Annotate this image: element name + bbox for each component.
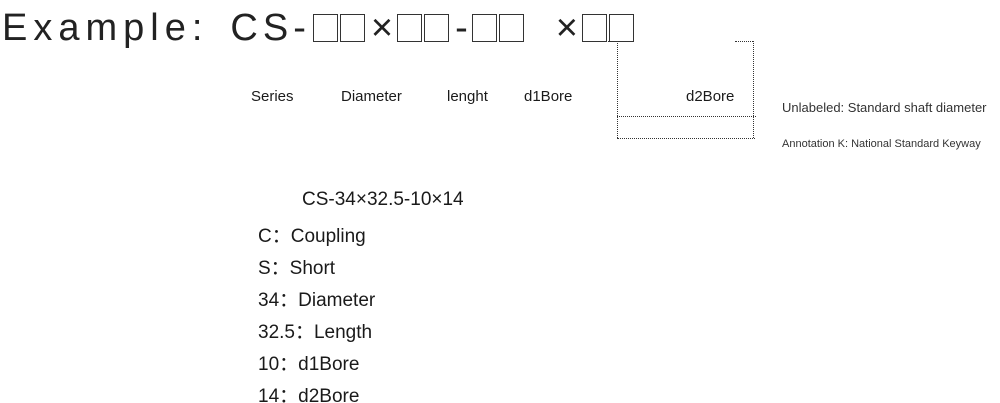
dash-sign: - — [455, 6, 468, 49]
bracket-line — [753, 41, 754, 138]
times-sign: × — [370, 6, 394, 49]
placeholder-box — [608, 14, 634, 42]
label-diameter: Diameter — [341, 88, 402, 105]
label-length: lenght — [447, 88, 488, 105]
list-item: 10：d1Bore — [258, 354, 360, 375]
bracket-line — [617, 41, 618, 138]
label-d2bore: d2Bore — [686, 88, 735, 105]
series-code: CS- — [230, 6, 311, 49]
bracket-line — [600, 41, 617, 42]
list-item: 32.5：Length — [258, 322, 373, 343]
bracket-line — [617, 138, 755, 139]
times-sign: × — [555, 6, 578, 49]
list-item: 34：Diameter — [258, 290, 376, 311]
note-unlabeled: Unlabeled: Standard shaft diameter — [782, 100, 987, 115]
label-d1bore: d1Bore — [524, 88, 573, 105]
placeholder-box — [312, 14, 338, 42]
list-item: C：Coupling — [258, 226, 366, 247]
placeholder-box — [424, 14, 450, 42]
example-header: Example: CS- × - × — [2, 0, 636, 56]
placeholder-box — [339, 14, 365, 42]
placeholder-box — [397, 14, 423, 42]
example-code: CS-34×32.5-10×14 — [302, 189, 464, 210]
placeholder-box — [498, 14, 524, 42]
example-prefix: Example: — [2, 6, 209, 49]
list-item: S：Short — [258, 258, 336, 279]
note-annotation: Annotation K: National Standard Keyway — [782, 138, 981, 150]
bracket-line — [617, 116, 756, 117]
label-series: Series — [251, 88, 294, 105]
bracket-line — [735, 41, 753, 42]
placeholder-box — [471, 14, 497, 42]
list-item: 14：d2Bore — [258, 386, 360, 403]
placeholder-box — [581, 14, 607, 42]
